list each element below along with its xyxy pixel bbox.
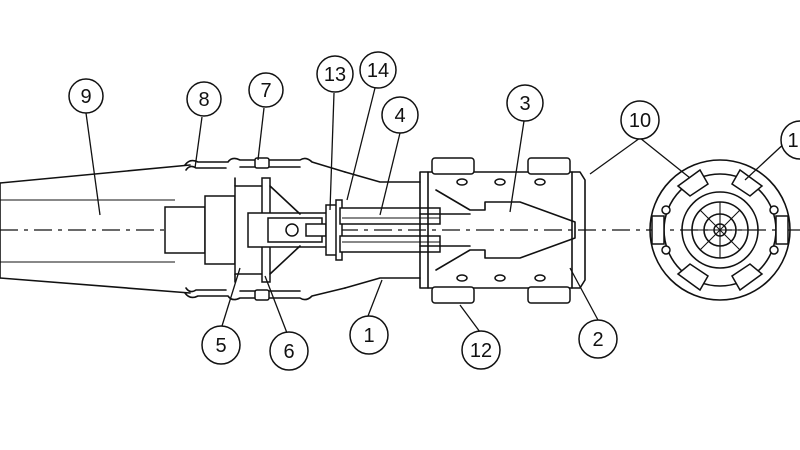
callout-1-label: 1 <box>363 325 374 347</box>
nozzle-end-view <box>649 159 791 301</box>
callout-7: 7 <box>248 72 284 108</box>
callout-11-label: 1 <box>787 130 798 152</box>
callout-14-label: 14 <box>367 60 389 82</box>
callout-4-label: 4 <box>394 105 405 127</box>
callout-6: 6 <box>269 331 309 371</box>
callout-13-label: 13 <box>324 64 346 86</box>
callout-11-partial: 1 <box>780 120 800 160</box>
callout-4: 4 <box>381 96 419 134</box>
nozzle-head <box>419 157 586 304</box>
callout-14: 14 <box>359 51 397 89</box>
callout-3-label: 3 <box>519 93 530 115</box>
callout-12: 12 <box>461 330 501 370</box>
callout-10: 10 <box>620 100 660 140</box>
callout-9: 9 <box>68 78 104 114</box>
hose-body <box>0 164 191 294</box>
callout-1: 1 <box>349 315 389 355</box>
callout-8: 8 <box>186 81 222 117</box>
callout-5: 5 <box>201 325 241 365</box>
coupling-sleeve <box>184 157 346 301</box>
neck-tube <box>339 171 441 289</box>
callout-9-label: 9 <box>80 86 91 108</box>
leader-lines <box>85 87 789 334</box>
callout-10-label: 10 <box>629 110 651 132</box>
callout-13: 13 <box>316 55 354 93</box>
callout-2-label: 2 <box>592 329 603 351</box>
callout-3: 3 <box>506 84 544 122</box>
swivel-joint <box>164 177 343 283</box>
callout-6-label: 6 <box>283 341 294 363</box>
callout-2: 2 <box>578 319 618 359</box>
callout-5-label: 5 <box>215 335 226 357</box>
callout-8-label: 8 <box>198 89 209 111</box>
callout-12-label: 12 <box>470 340 492 362</box>
callout-7-label: 7 <box>260 80 271 102</box>
